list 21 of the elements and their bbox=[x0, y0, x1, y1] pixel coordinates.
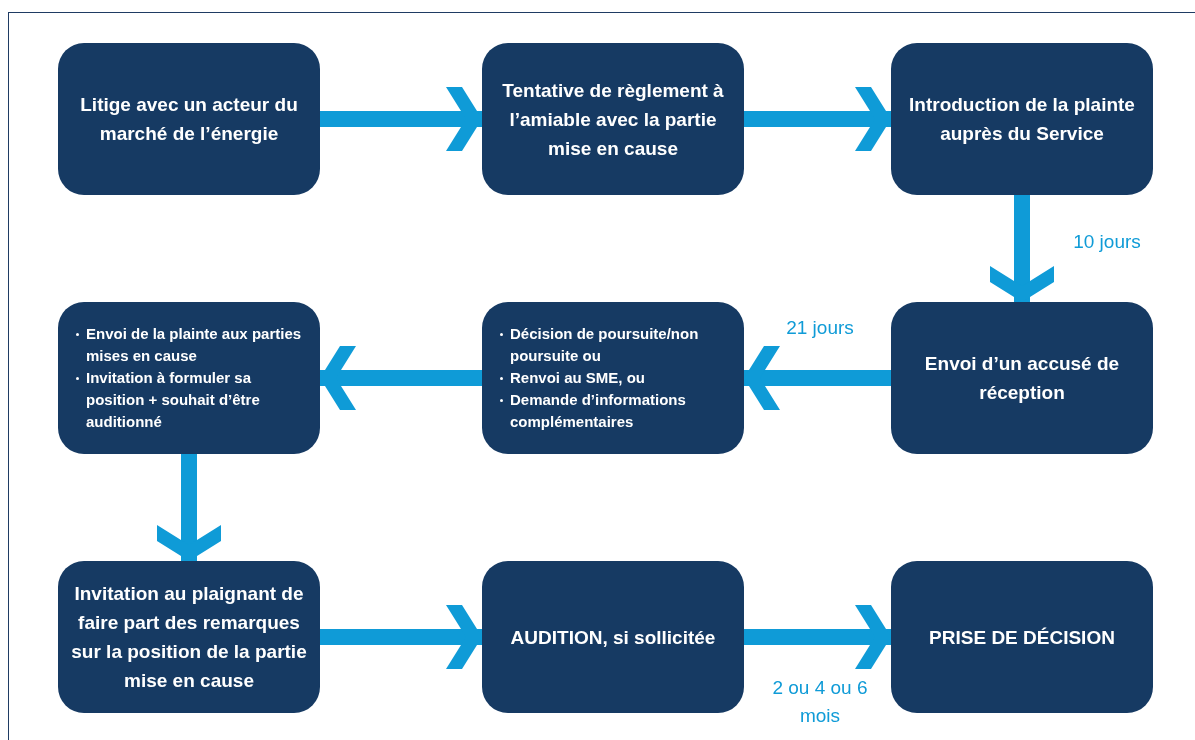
process-box bbox=[58, 561, 320, 713]
box-text: Introduction de la plainte auprès du Service bbox=[908, 93, 1136, 146]
process-box bbox=[482, 302, 744, 454]
bullet-text: Invitation à formuler sa position + souhait d’être auditionné bbox=[86, 369, 260, 430]
process-box bbox=[482, 43, 744, 195]
box-text: Invitation au plaignant de faire part des remarques sur la position de la partie mise en cause bbox=[70, 582, 308, 693]
process-box bbox=[58, 43, 320, 195]
bullet-text: Décision de poursuite/non poursuite ou bbox=[510, 325, 699, 364]
process-box bbox=[482, 561, 744, 713]
process-box bbox=[891, 43, 1153, 195]
box-text: Envoi d’un accusé de réception bbox=[923, 352, 1121, 405]
bullet-text: Demande d’informations complémentaires bbox=[510, 391, 686, 430]
bullet-text: Renvoi au SME, ou bbox=[510, 369, 645, 386]
box-text: Litige avec un acteur du marché de l’énergie bbox=[79, 93, 299, 146]
process-box bbox=[891, 302, 1153, 454]
box-text: Tentative de règlement à l’amiable avec la partie mise en cause bbox=[501, 78, 725, 161]
bullet-text: Envoi de la plainte aux parties mises en cause bbox=[86, 325, 302, 364]
process-box bbox=[891, 561, 1153, 713]
box-text: PRISE DE DÉCISION bbox=[928, 625, 1116, 650]
box-text: AUDITION, si sollicitée bbox=[509, 625, 717, 650]
process-box bbox=[58, 302, 320, 454]
